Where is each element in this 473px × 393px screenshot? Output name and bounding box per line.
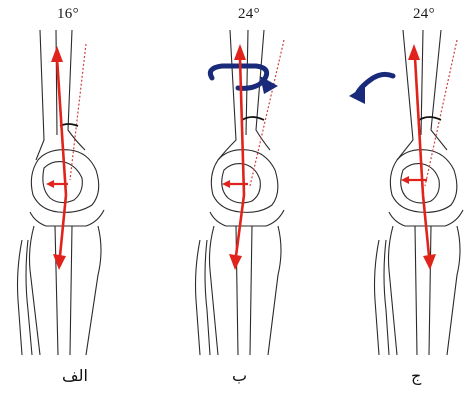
panel-be: 24° xyxy=(160,0,320,393)
angle-arc-jim xyxy=(419,117,441,120)
reference-line-be xyxy=(250,40,284,186)
reference-line-alef xyxy=(70,44,86,180)
tibia-fibula xyxy=(375,226,461,355)
knee-illustration-be xyxy=(160,0,320,393)
angle-arc-be xyxy=(242,117,264,120)
force-arrow-up-be xyxy=(240,58,244,195)
rotation-arrow-be xyxy=(210,66,266,88)
force-arrowhead-up-jim xyxy=(408,44,420,60)
rotation-arrowhead-jim xyxy=(349,86,365,104)
knee-joint xyxy=(210,150,284,226)
femur-bone xyxy=(218,30,270,160)
force-arrowhead-down-jim xyxy=(423,254,436,270)
caption-alef: الف xyxy=(62,366,88,385)
lateral-arrowhead-alef xyxy=(46,180,54,188)
lateral-arrowhead-jim xyxy=(401,176,409,184)
knee-illustration-alef xyxy=(0,0,160,393)
knee-joint xyxy=(30,150,104,226)
reference-line-jim xyxy=(425,40,457,186)
force-arrow-up-alef xyxy=(57,58,66,195)
force-arrowhead-down-alef xyxy=(53,254,66,270)
panel-alef: 16° xyxy=(0,0,160,393)
knee-illustration-jim xyxy=(313,0,473,393)
force-arrowhead-up-be xyxy=(234,44,246,60)
panel-jim: 24° xyxy=(313,0,473,393)
lateral-arrowhead-be xyxy=(222,180,230,188)
force-arrowhead-up-alef xyxy=(51,46,63,62)
femur-bone xyxy=(397,30,447,160)
rotation-arrowhead-be xyxy=(260,76,278,94)
caption-jim: ج xyxy=(411,366,421,385)
tibia-fibula xyxy=(18,226,102,355)
force-arrowhead-down-be xyxy=(229,254,242,270)
caption-be: ب xyxy=(232,366,247,385)
